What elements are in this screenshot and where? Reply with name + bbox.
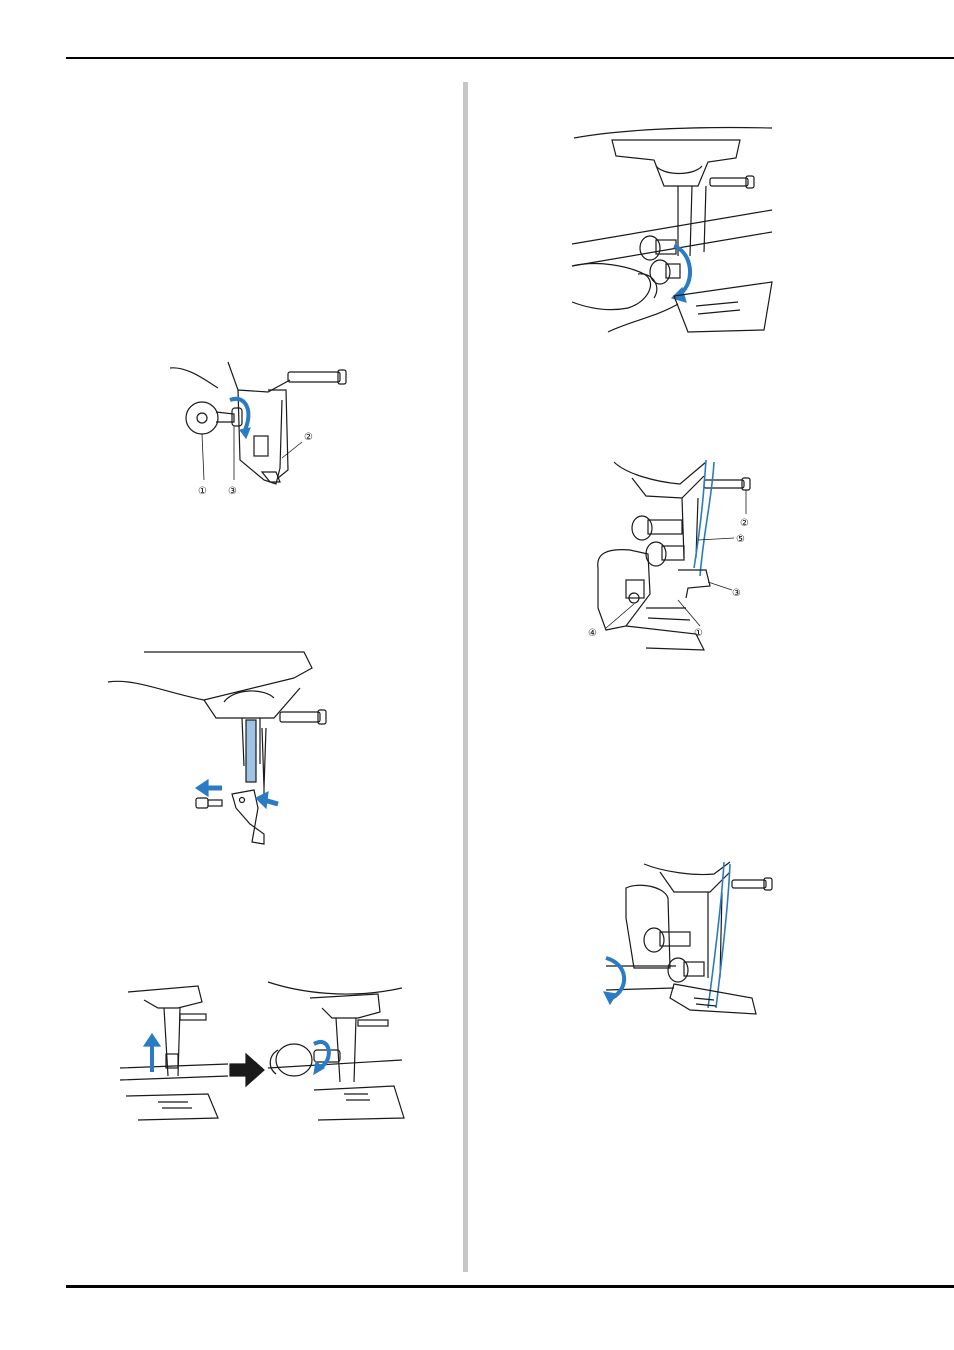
header-rule	[66, 57, 954, 59]
thumb-screw-icon	[640, 236, 680, 284]
figure-lower-needle	[604, 858, 780, 1030]
column-divider	[463, 82, 468, 1272]
callout-4: ④	[588, 628, 597, 639]
callout-5: ⑤	[736, 534, 745, 545]
right-arrow-icon	[256, 792, 278, 808]
left-arrow-icon	[196, 780, 222, 796]
callout-2: ②	[304, 432, 313, 443]
callout-3: ③	[228, 486, 237, 497]
figure-attach-needle-clamp	[118, 978, 408, 1124]
footer-rule	[66, 1285, 954, 1288]
figure-side-cutter-parts: ① ② ③ ④ ⑤	[586, 458, 766, 658]
callout-3: ③	[732, 588, 741, 599]
figure-remove-presser-foot-holder	[104, 648, 334, 850]
step-b-panel	[268, 982, 404, 1120]
holder-screw-icon	[196, 798, 222, 808]
next-step-arrow-icon	[230, 1054, 264, 1086]
screwdriver-disc-icon	[186, 402, 234, 434]
figure-tighten-screw	[568, 126, 774, 336]
figure-presser-foot-screw: ① ② ③	[168, 360, 358, 502]
needle-bar-icon	[246, 720, 256, 782]
callout-1: ①	[694, 628, 703, 639]
handwheel-rotation-arrow-icon	[604, 958, 624, 1004]
step-a-panel	[120, 986, 228, 1120]
callout-2: ②	[740, 518, 749, 529]
callout-1: ①	[198, 486, 207, 497]
